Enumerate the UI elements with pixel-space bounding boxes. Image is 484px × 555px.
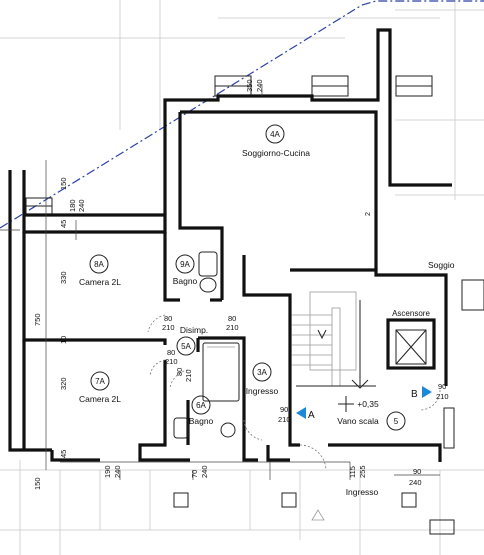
- room-9a-name: Bagno: [173, 276, 198, 286]
- dim-210-a: 210: [162, 323, 175, 332]
- stair-flight: [292, 291, 376, 389]
- bath-fixtures: [173, 251, 240, 439]
- soggio-label: Soggio: [428, 260, 455, 270]
- dim-left-150-top: 150: [59, 177, 68, 190]
- dim-210-f: 210: [436, 392, 449, 401]
- section-markers: A B: [296, 386, 432, 421]
- room-5-name: Vano scala: [337, 416, 379, 426]
- walls: [8, 28, 452, 462]
- door-swings: [147, 314, 441, 471]
- section-a-label: A: [308, 410, 315, 421]
- dim-210-b: 210: [226, 323, 239, 332]
- stair-mark: 2: [365, 212, 372, 216]
- dim-left-45-bottom: 45: [59, 450, 68, 458]
- dim-b240-c: 240: [409, 478, 422, 487]
- room-5a-number: 5A: [181, 342, 191, 351]
- dim-b90: 90: [413, 467, 421, 476]
- dim-80-d: 80: [167, 348, 175, 357]
- roof-outline: [0, 0, 484, 229]
- dim-b240-b: 240: [200, 465, 209, 478]
- ingresso-bottom-label: Ingresso: [346, 487, 379, 497]
- room-9a-number: 9A: [180, 260, 190, 269]
- room-4a-name: Soggiorno-Cucina: [242, 148, 310, 158]
- dim-80-vertical: 80: [175, 368, 184, 376]
- dim-h320: 320: [59, 377, 68, 390]
- dim-210-e: 210: [278, 415, 291, 424]
- ascensore-label: Ascensore: [392, 309, 430, 318]
- dim-b70: 70: [190, 470, 199, 478]
- room-7a-number: 7A: [95, 377, 105, 386]
- dim-top-240: 240: [255, 79, 264, 92]
- dim-b190: 190: [103, 465, 112, 478]
- dim-h10: 10: [59, 336, 68, 344]
- dim-90-b: 90: [438, 382, 446, 391]
- vertical-dimensions: 350 240 150 45 180 240 330 750 10 320 45…: [33, 79, 367, 490]
- dim-b240-a: 240: [113, 465, 122, 478]
- dim-80-b: 80: [228, 314, 236, 323]
- dim-left-150-bottom: 150: [33, 477, 42, 490]
- room-labels: 4A Soggiorno-Cucina 8A Camera 2L 9A Bagn…: [79, 130, 455, 497]
- room-3a-name: Ingresso: [246, 386, 279, 396]
- dimension-lines: [0, 84, 440, 480]
- room-6a-name: Bagno: [189, 416, 214, 426]
- section-a-marker: [296, 407, 306, 419]
- room-6a-number: 6A: [196, 401, 206, 410]
- dim-b255: 255: [358, 465, 367, 478]
- dim-h750: 750: [33, 313, 42, 326]
- dim-top-350: 350: [245, 79, 254, 92]
- dim-80-a: 80: [164, 314, 172, 323]
- dim-left-240: 240: [77, 199, 86, 212]
- room-circles: [89, 124, 406, 431]
- dim-210-d: 210: [165, 357, 178, 366]
- room-3a-number: 3A: [257, 368, 267, 377]
- level-label: +0,35: [357, 399, 379, 409]
- section-b-marker: [422, 386, 432, 398]
- room-8a-number: 8A: [94, 260, 104, 269]
- room-8a-name: Camera 2L: [79, 277, 121, 287]
- dim-h330: 330: [59, 271, 68, 284]
- room-5a-name: Disimp.: [180, 325, 208, 335]
- room-7a-name: Camera 2L: [79, 394, 121, 404]
- section-b-label: B: [411, 389, 418, 400]
- horizontal-dimensions: 80 210 80 210 80 210 90 210 90 210 90 24…: [162, 314, 449, 487]
- dim-210-vertical: 210: [184, 369, 193, 382]
- pillars: [173, 279, 484, 535]
- level-marker: [338, 396, 354, 412]
- dim-b115: 115: [348, 466, 357, 478]
- room-5-number: 5: [394, 417, 399, 426]
- dim-left-45-top: 45: [59, 220, 68, 228]
- room-4a-number: 4A: [270, 130, 280, 139]
- dim-left-180: 180: [68, 199, 77, 212]
- dim-90-a: 90: [280, 405, 288, 414]
